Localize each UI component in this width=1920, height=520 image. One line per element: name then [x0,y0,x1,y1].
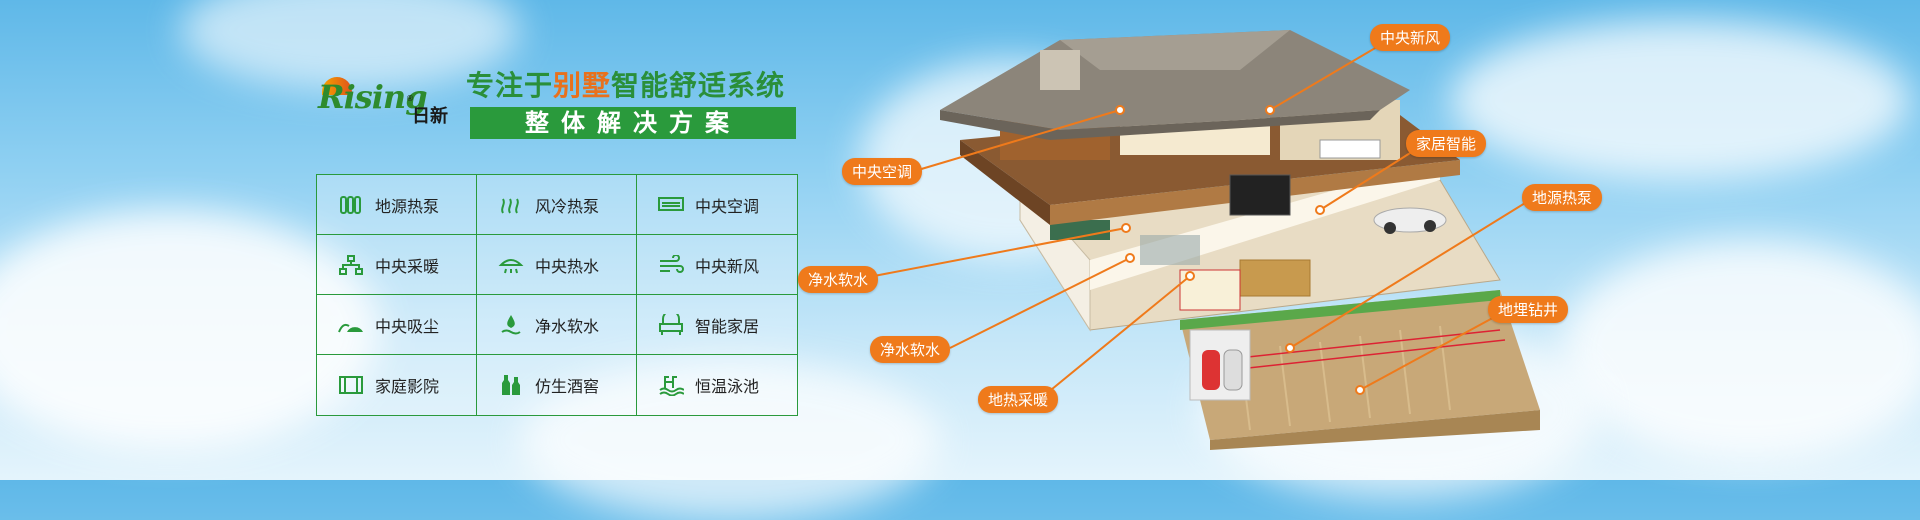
callout-floor-heating[interactable]: 地热采暖 [978,386,1059,413]
service-item[interactable]: 中央空调 [637,175,797,235]
shower-icon [497,254,525,276]
sun-icon [322,77,352,95]
service-item[interactable]: 恒温泳池 [637,355,797,415]
headline-part1: 专注于 [466,69,554,102]
service-label: 净水软水 [535,316,600,336]
headline-subtitle: 整体解决方案 [470,107,796,139]
service-item[interactable]: 风冷热泵 [477,175,637,235]
sofa-icon [657,313,685,336]
wind-icon [657,254,685,276]
logo-chinese: 日新 [412,106,448,127]
headline: 专注于别墅智能舒适系统 [466,64,785,104]
pool-icon [657,374,685,396]
callout-water-soft-1[interactable]: 净水软水 [798,266,879,293]
service-item[interactable]: 地源热泵 [317,175,477,235]
service-item[interactable]: 智能家居 [637,295,797,355]
headline-part2: 智能舒适系统 [611,69,786,102]
brand-logo[interactable]: Rising ® 日新 [318,72,468,134]
service-item[interactable]: 净水软水 [477,295,637,355]
air-conditioner-icon [657,194,685,216]
wine-bottles-icon [497,374,525,396]
service-label: 风冷热泵 [535,196,600,216]
service-label: 家庭影院 [375,377,440,396]
service-item[interactable]: 中央热水 [477,235,637,295]
service-label: 智能家居 [695,316,760,336]
service-label: 中央新风 [695,256,760,276]
service-label: 中央吸尘 [375,316,440,336]
water-drop-icon [497,314,525,336]
network-icon [337,254,365,276]
logo-script: Rising [318,78,428,116]
service-item[interactable]: 中央吸尘 [317,295,477,355]
service-item[interactable]: 中央采暖 [317,235,477,295]
service-item[interactable]: 家庭影院 [317,355,477,415]
callout-central-ac[interactable]: 中央空调 [842,158,923,185]
service-label: 仿生酒窖 [535,377,600,396]
callout-fresh-air[interactable]: 中央新风 [1370,24,1451,51]
callout-ground-drill[interactable]: 地埋钻井 [1488,296,1569,323]
service-label: 中央采暖 [375,256,440,276]
service-label: 地源热泵 [375,196,440,216]
film-icon [337,374,365,396]
service-item[interactable]: 仿生酒窖 [477,355,637,415]
callout-home-smart[interactable]: 家居智能 [1406,130,1487,157]
service-item[interactable]: 中央新风 [637,235,797,295]
service-label: 中央空调 [695,196,760,216]
registered-mark: ® [406,94,414,103]
vacuum-icon [337,314,365,336]
cloud [1560,240,1920,460]
service-label: 恒温泳池 [695,377,760,396]
heat-coil-icon [497,194,525,216]
cloud [1450,20,1910,180]
service-label: 中央热水 [535,256,600,276]
services-grid: 地源热泵 风冷热泵 中央空调中央采暖 中央热水 中央新风中央吸尘 净水软水 智能家居家庭影院… [316,174,798,416]
callout-ground-heat-pump[interactable]: 地源热泵 [1522,184,1603,211]
headline-accent: 别墅 [553,69,612,102]
callout-water-soft-2[interactable]: 净水软水 [870,336,951,363]
radiator-icon [337,194,365,216]
